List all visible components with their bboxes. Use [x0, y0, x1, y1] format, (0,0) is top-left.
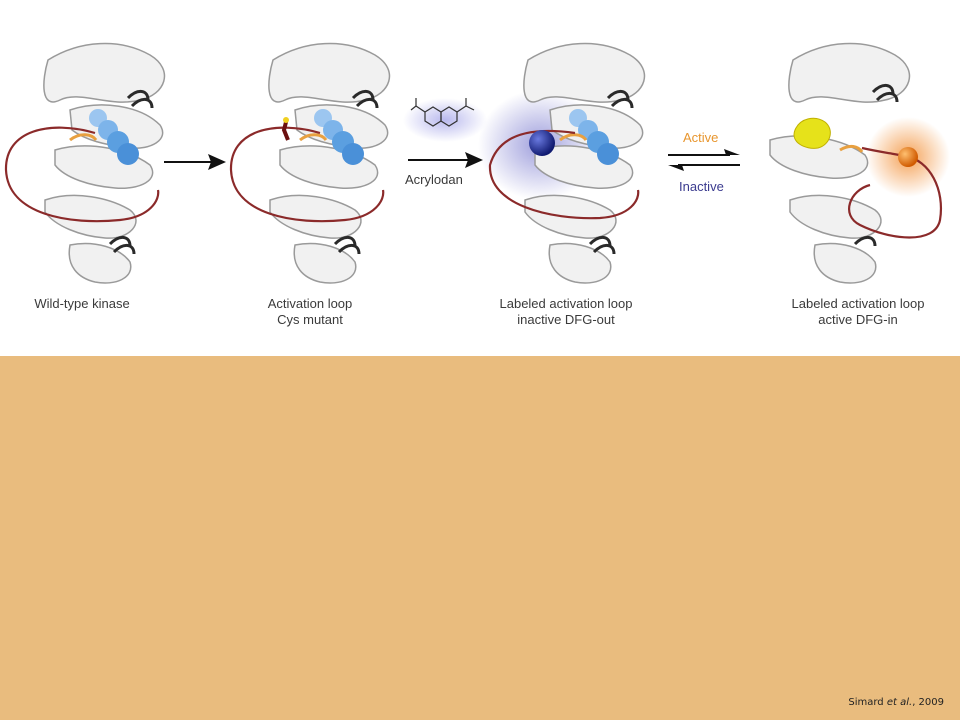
kinase-labeling-figure: Acrylodan Active Inactive Wild-type kina… — [0, 0, 960, 356]
figure-drawing — [4, 42, 950, 284]
caption-dfg-in: Labeled activation loop active DFG-in — [791, 296, 925, 327]
helix-icon — [333, 90, 379, 255]
reaction-arrow-2 — [408, 152, 483, 168]
helix-icon — [588, 90, 634, 255]
acrylodan-probe-sphere — [898, 147, 918, 167]
equilibrium-forward-label: Active — [683, 130, 719, 145]
caption-wild-type: Wild-type kinase — [34, 296, 130, 311]
panel-dfg-in — [769, 42, 950, 284]
acrylodan-molecule-icon — [403, 98, 487, 142]
reaction-arrow-1 — [164, 154, 226, 170]
protein-ribbon — [523, 42, 646, 284]
equilibrium-reverse-label: Inactive — [679, 179, 724, 194]
caption-cys-mutant: Activation loop Cys mutant — [267, 296, 353, 327]
protein-ribbon — [43, 42, 166, 284]
inhibitor-shape — [69, 109, 139, 165]
citation: Simard et al., 2009 — [848, 697, 944, 708]
activation-loop — [229, 126, 385, 223]
activation-loop — [4, 126, 160, 223]
inhibitor-shape — [559, 109, 619, 165]
caption-dfg-out: Labeled activation loop inactive DFG-out — [499, 296, 633, 327]
protein-ribbon — [769, 42, 911, 284]
cysteine-residue — [281, 117, 290, 141]
panel-wild-type — [4, 42, 166, 284]
panel-cys-mutant — [229, 42, 391, 284]
helix-icon — [108, 90, 154, 255]
inhibitor-shape — [299, 109, 364, 165]
equilibrium-arrows-icon — [668, 149, 740, 171]
panel-dfg-out — [478, 42, 646, 284]
pocket-ligand-shape — [793, 117, 831, 149]
acrylodan-probe-sphere — [529, 130, 555, 156]
reagent-label: Acrylodan — [405, 172, 463, 187]
protein-ribbon — [268, 42, 391, 284]
helix-icon — [853, 84, 899, 247]
activation-loop — [488, 129, 640, 220]
slide-background — [0, 356, 960, 720]
